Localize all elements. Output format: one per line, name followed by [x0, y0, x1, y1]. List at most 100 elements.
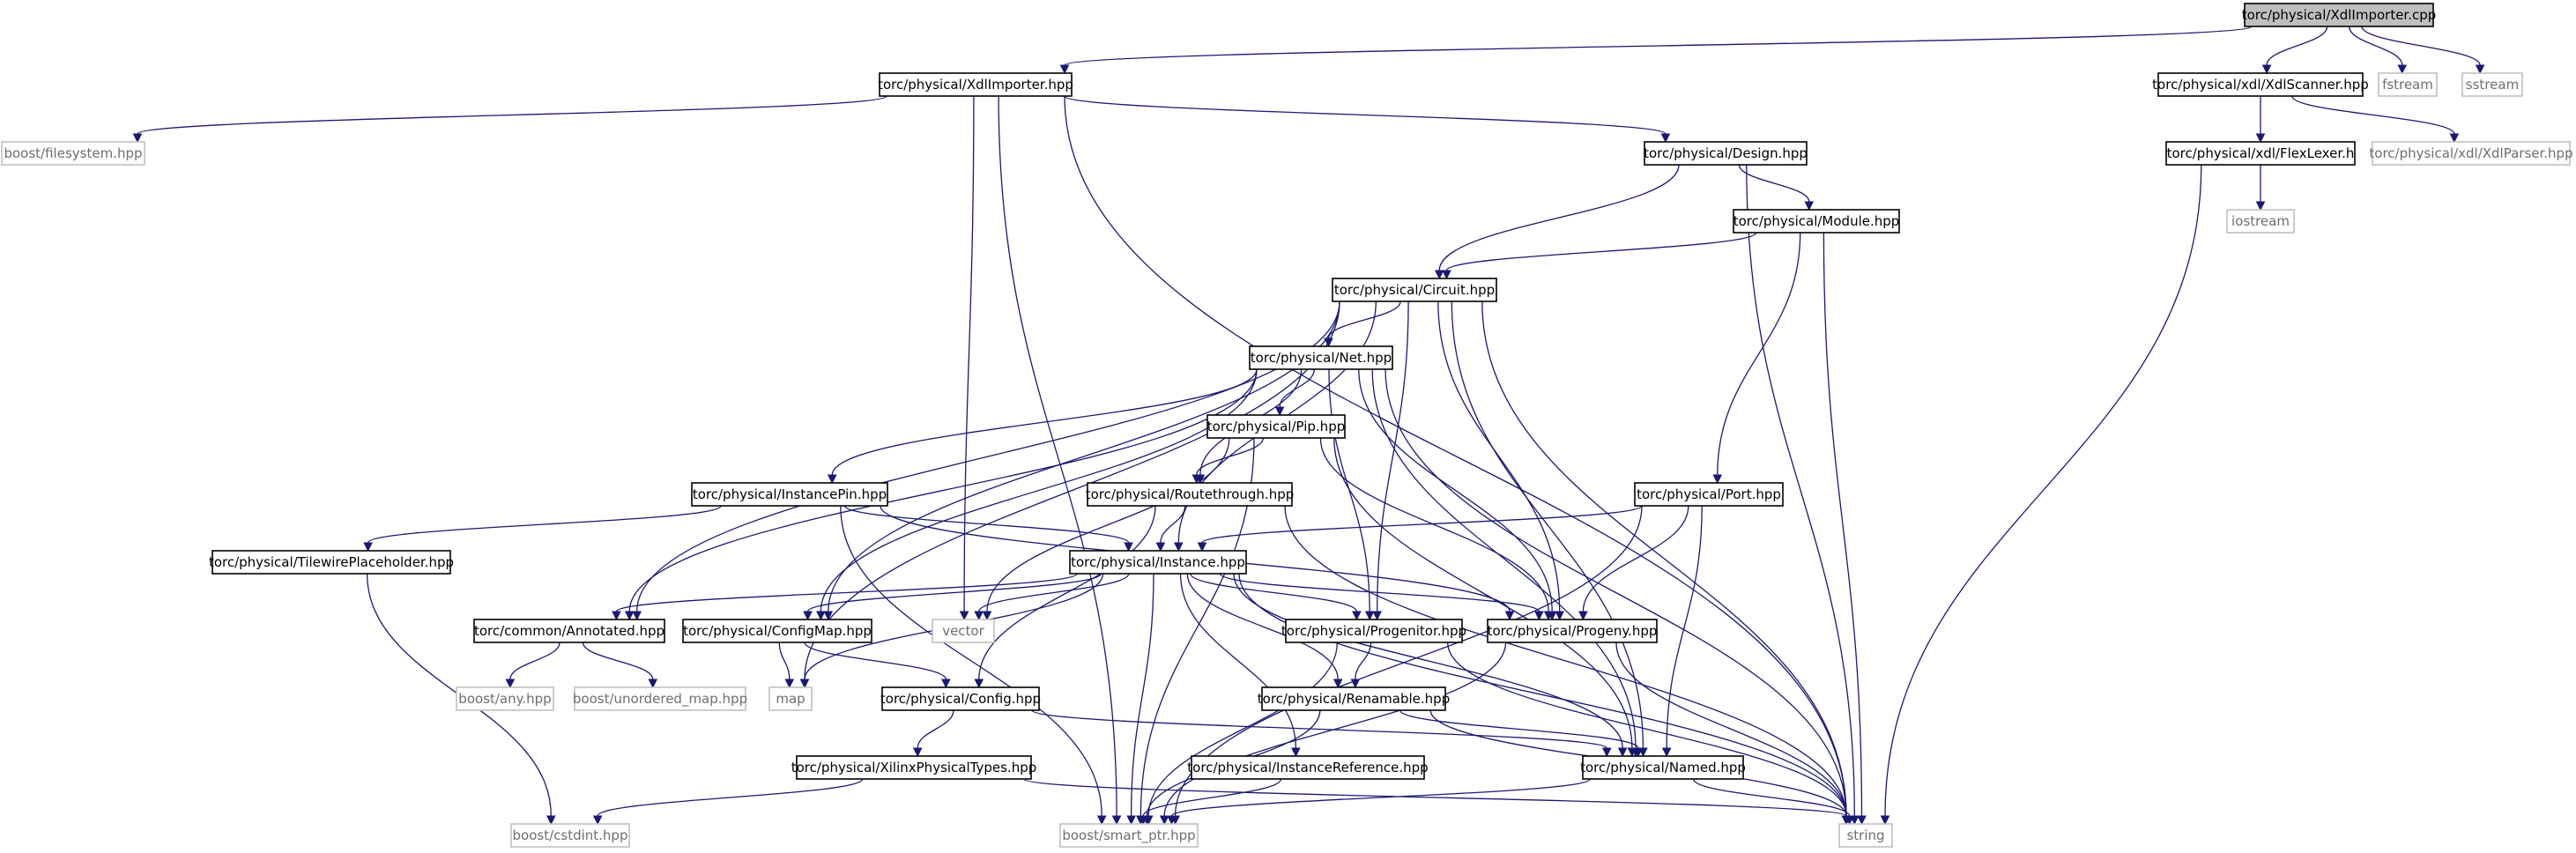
edge-design_h-to-module_h [1738, 164, 1810, 203]
edge-arrowhead [2449, 133, 2460, 144]
edge-arrowhead [2475, 64, 2485, 75]
node-box [691, 482, 888, 507]
node-box [1191, 755, 1425, 780]
edge-arrowhead [959, 611, 969, 621]
node-pip_h[interactable]: torc/physical/Pip.hpp [1206, 414, 1346, 439]
edge-arrowhead [1059, 64, 1070, 75]
edge-arrowhead [1555, 611, 1564, 621]
edge-arrowhead [1660, 133, 1671, 144]
node-xilinxtypes_h[interactable]: torc/physical/XilinxPhysicalTypes.hpp [791, 755, 1037, 780]
edge-module_h-to-port_h [1717, 232, 1801, 476]
edge-progenitor_h-to-renamable_h [1355, 642, 1372, 680]
edge-net_h-to-progeny_h [1358, 368, 1553, 612]
node-label: torc/physical/xdl/XdlScanner.hpp [2152, 77, 2369, 93]
edge-design_h-to-string [1746, 164, 1855, 817]
node-named_h[interactable]: torc/physical/Named.hpp [1580, 755, 1746, 780]
node-configmap_h[interactable]: torc/physical/ConfigMap.hpp [682, 619, 872, 643]
node-label: boost/cstdint.hpp [513, 827, 628, 843]
edge-arrowhead [1543, 611, 1554, 621]
edge-arrowhead [1534, 611, 1544, 621]
edge-arrowhead [624, 611, 635, 621]
edge-arrowhead [2255, 201, 2266, 211]
edge-xdlimporter_h-to-boost_filesystem [137, 95, 887, 135]
node-label: iostream [2231, 213, 2290, 229]
edge-root-to-xdlscanner_h [2266, 26, 2328, 66]
node-box [1249, 345, 1393, 370]
node-circuit_h[interactable]: torc/physical/Circuit.hpp [1332, 278, 1497, 302]
edge-arrowhead [784, 679, 795, 689]
node-instance_h[interactable]: torc/physical/Instance.hpp [1069, 550, 1247, 575]
node-label: torc/physical/Design.hpp [1644, 145, 1808, 161]
node-box [212, 550, 451, 575]
node-label: boost/filesystem.hpp [4, 145, 142, 161]
node-box [510, 823, 630, 848]
edge-arrowhead [632, 611, 642, 621]
node-instancepin_h[interactable]: torc/physical/InstancePin.hpp [691, 482, 888, 507]
edge-arrowhead [592, 815, 603, 826]
edge-arrowhead [1191, 474, 1202, 485]
edge-instance_h-to-progenitor_h [1190, 573, 1358, 612]
node-xdlscanner_h[interactable]: torc/physical/xdl/XdlScanner.hpp [2152, 72, 2369, 97]
edge-named_h-to-boost_smart_ptr [1170, 778, 1591, 817]
node-label: torc/physical/Named.hpp [1580, 760, 1746, 775]
node-box [796, 755, 1032, 780]
node-instanceref_h[interactable]: torc/physical/InstanceReference.hpp [1187, 755, 1429, 780]
node-config_h[interactable]: torc/physical/Config.hpp [880, 686, 1041, 711]
node-boost_smart_ptr: boost/smart_ptr.hpp [1059, 823, 1199, 848]
node-label: torc/physical/XilinxPhysicalTypes.hpp [791, 760, 1037, 775]
node-box [2378, 72, 2438, 97]
node-box [1733, 209, 1900, 234]
node-box [879, 72, 1073, 97]
node-progeny_h[interactable]: torc/physical/Progeny.hpp [1487, 619, 1658, 643]
edge-arrowhead [1442, 270, 1451, 280]
edge-instance_h-to-annotated_h [615, 573, 1078, 612]
node-tilewire_h[interactable]: torc/physical/TilewirePlaceholder.hpp [209, 550, 454, 575]
node-label: torc/physical/TilewirePlaceholder.hpp [209, 554, 454, 570]
node-label: torc/physical/Pip.hpp [1207, 419, 1345, 434]
edge-instance_h-to-instanceref_h [1179, 573, 1297, 749]
node-root[interactable]: torc/physical/XdlImporter.cpp [2242, 3, 2437, 27]
node-label: torc/physical/Config.hpp [880, 691, 1041, 707]
node-label: torc/physical/Progenitor.hpp [1281, 623, 1466, 639]
edge-instance_h-to-configmap_h [806, 573, 1102, 612]
node-label: torc/physical/Circuit.hpp [1334, 282, 1495, 298]
edge-arrowhead [1291, 747, 1301, 758]
node-net_h[interactable]: torc/physical/Net.hpp [1249, 345, 1393, 370]
edge-arrowhead [1138, 815, 1148, 826]
node-box [1285, 619, 1463, 643]
node-port_h[interactable]: torc/physical/Port.hpp [1634, 482, 1784, 507]
node-routethrough_h[interactable]: torc/physical/Routethrough.hpp [1086, 482, 1295, 507]
node-design_h[interactable]: torc/physical/Design.hpp [1644, 141, 1808, 166]
node-boost_unordered: boost/unordered_map.hpp [573, 686, 747, 711]
edge-arrowhead [803, 611, 813, 621]
edge-progenitor_h-to-string [1447, 642, 1847, 817]
edge-xilinxtypes_h-to-boost_cstdint [597, 778, 864, 817]
node-progenitor_h[interactable]: torc/physical/Progenitor.hpp [1281, 619, 1466, 643]
node-label: torc/physical/XdlImporter.cpp [2242, 7, 2437, 23]
edge-pip_h-to-routethrough_h [1196, 437, 1264, 476]
node-module_h[interactable]: torc/physical/Module.hpp [1733, 209, 1900, 234]
edge-routethrough_h-to-config_h [978, 505, 1156, 680]
edge-arrowhead [1364, 611, 1375, 621]
nodes-layer: torc/physical/XdlImporter.cpp torc/physic… [1, 3, 2573, 848]
node-box [1059, 823, 1199, 848]
edge-arrowhead [1126, 815, 1136, 826]
node-xdlimporter_h[interactable]: torc/physical/XdlImporter.hpp [878, 72, 1073, 97]
node-annotated_h[interactable]: torc/common/Annotated.hpp [473, 619, 665, 643]
node-sstream: sstream [2461, 72, 2523, 97]
node-label: torc/physical/Module.hpp [1733, 213, 1900, 229]
edge-arrowhead [505, 679, 516, 689]
edge-arrowhead [1274, 406, 1285, 417]
edge-arrowhead [1627, 747, 1637, 758]
edge-xdlimporter_h-to-design_h [1064, 95, 1667, 135]
edge-arrowhead [1173, 542, 1184, 553]
edge-arrowhead [1159, 815, 1169, 826]
node-flexlexer_h[interactable]: torc/physical/xdl/FlexLexer.h [2165, 141, 2356, 166]
edge-arrowhead [799, 679, 810, 689]
edge-progeny_h-to-string [1615, 642, 1847, 817]
node-label: torc/physical/Instance.hpp [1071, 554, 1245, 570]
node-renamable_h[interactable]: torc/physical/Renamable.hpp [1258, 686, 1450, 711]
edge-arrowhead [974, 679, 984, 689]
edge-arrowhead [827, 474, 837, 485]
node-iostream: iostream [2226, 209, 2295, 234]
